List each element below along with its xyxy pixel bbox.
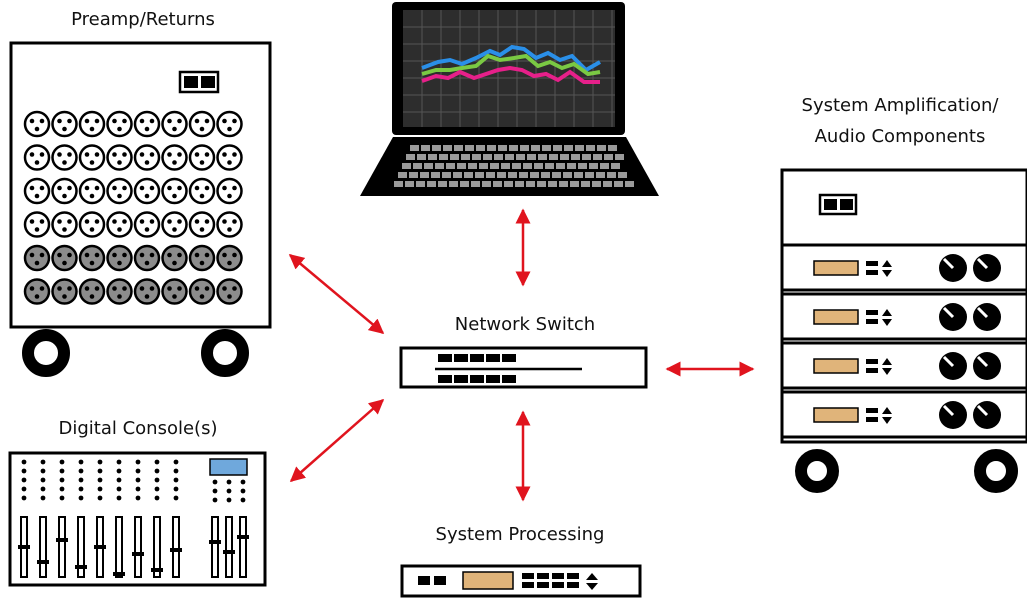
arrow-preamp-switch [288, 254, 385, 334]
label-digital-consoles: Digital Console(s) [58, 418, 218, 439]
label-system-amplification: System Amplification/ [801, 95, 999, 116]
xlr-connector-grid [23, 110, 243, 305]
label-system-processing: System Processing [435, 524, 605, 545]
amplifier-rack-icon [780, 168, 1027, 493]
arrow-console-switch [289, 399, 385, 482]
label-audio-components: Audio Components [814, 126, 986, 147]
preamp-rack-icon [9, 41, 272, 377]
mixing-console-icon [8, 451, 267, 587]
processor-unit-icon [400, 564, 642, 598]
network-switch-icon [399, 346, 648, 389]
label-preamp-returns: Preamp/Returns [71, 9, 215, 30]
label-network-switch: Network Switch [454, 314, 596, 335]
laptop-icon [360, 2, 659, 196]
